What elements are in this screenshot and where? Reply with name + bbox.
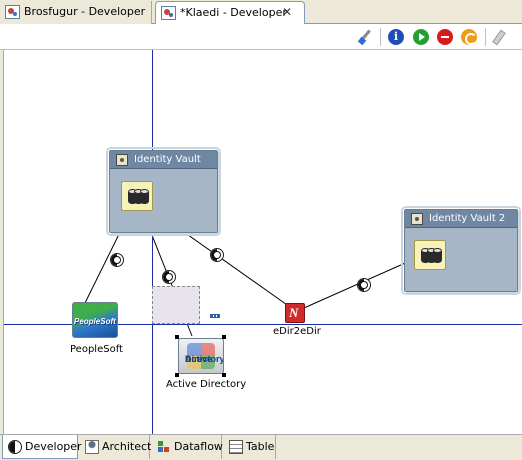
logo-line-1: Active bbox=[185, 354, 213, 364]
tab-klaedi-developer[interactable]: *Klaedi - Developer ✕ bbox=[155, 1, 305, 25]
modeler-canvas[interactable]: Identity Vault Identity Vault 2 bbox=[3, 50, 522, 434]
refresh-icon[interactable] bbox=[461, 29, 477, 45]
toolbar: i bbox=[0, 24, 522, 50]
cylinder bbox=[128, 189, 137, 204]
info-icon[interactable]: i bbox=[388, 29, 404, 45]
vault-title: Identity Vault 2 bbox=[429, 213, 506, 224]
toolbar-separator bbox=[485, 28, 486, 46]
peoplesoft-logo-text: PeopleSoft bbox=[74, 317, 116, 326]
stop-icon[interactable] bbox=[437, 29, 453, 45]
driver-connector-icon[interactable] bbox=[162, 270, 176, 284]
tab-architect[interactable]: Architect bbox=[80, 435, 152, 459]
cylinder bbox=[433, 248, 442, 263]
identity-vault[interactable]: Identity Vault bbox=[106, 147, 221, 236]
logo-line-2: Directory bbox=[185, 354, 224, 364]
cylinder bbox=[427, 248, 436, 263]
architect-icon bbox=[85, 440, 99, 454]
horizontal-guide-line bbox=[4, 324, 522, 325]
database-icon[interactable] bbox=[121, 181, 153, 211]
peoplesoft-application[interactable]: PeopleSoft PeopleSoft bbox=[70, 302, 123, 355]
close-tab-icon[interactable]: ✕ bbox=[281, 5, 292, 19]
view-tab-bar: Developer Architect Dataflow Table bbox=[0, 434, 522, 460]
vertical-guide-line bbox=[152, 50, 153, 434]
dataflow-icon bbox=[157, 440, 171, 454]
project-icon bbox=[5, 5, 20, 19]
vault-icon bbox=[116, 154, 128, 166]
database-icon[interactable] bbox=[414, 240, 446, 270]
project-icon bbox=[161, 6, 176, 20]
driver-connector-icon[interactable] bbox=[357, 278, 371, 292]
driver-connector-icon[interactable] bbox=[110, 253, 124, 267]
selection-handle[interactable] bbox=[175, 373, 179, 377]
selection-handle[interactable] bbox=[222, 335, 226, 339]
vault-title: Identity Vault bbox=[134, 154, 201, 165]
tab-label: Dataflow bbox=[174, 440, 223, 453]
tab-label: *Klaedi - Developer bbox=[180, 6, 287, 19]
drag-placeholder bbox=[152, 286, 200, 324]
vault-header: Identity Vault 2 bbox=[405, 210, 517, 228]
tab-developer[interactable]: Developer bbox=[2, 435, 82, 459]
eraser-icon[interactable] bbox=[493, 29, 509, 45]
developer-icon bbox=[8, 440, 22, 454]
application-label: PeopleSoft bbox=[70, 344, 123, 355]
tab-brosfugur-developer[interactable]: Brosfugur - Developer bbox=[0, 1, 152, 24]
cylinder bbox=[421, 248, 430, 263]
table-icon bbox=[229, 440, 243, 454]
selection-handle[interactable] bbox=[222, 373, 226, 377]
tab-label: Developer bbox=[25, 440, 82, 453]
driver-connector-icon[interactable] bbox=[210, 248, 224, 262]
peoplesoft-icon: PeopleSoft bbox=[72, 302, 118, 338]
toolbar-separator bbox=[380, 28, 381, 46]
application-label: Active Directory bbox=[166, 379, 247, 390]
edirectory-icon bbox=[285, 303, 305, 323]
tab-label: Architect bbox=[102, 440, 152, 453]
selection-handle[interactable] bbox=[175, 335, 179, 339]
tab-table[interactable]: Table bbox=[224, 435, 276, 459]
driver-set-icon[interactable] bbox=[210, 314, 220, 318]
vault-icon bbox=[411, 213, 423, 225]
editor-tab-strip: Brosfugur - Developer *Klaedi - Develope… bbox=[0, 0, 522, 25]
tab-label: Table bbox=[246, 440, 275, 453]
cylinder bbox=[140, 189, 149, 204]
application-label: eDir2eDir bbox=[273, 326, 321, 337]
vault-header: Identity Vault bbox=[110, 151, 217, 169]
brush-icon[interactable] bbox=[357, 29, 373, 45]
run-icon[interactable] bbox=[413, 29, 429, 45]
tab-dataflow[interactable]: Dataflow bbox=[152, 435, 223, 459]
cylinder bbox=[134, 189, 143, 204]
tab-label: Brosfugur - Developer bbox=[24, 5, 146, 18]
edir2edir-application[interactable]: eDir2eDir bbox=[273, 303, 321, 337]
